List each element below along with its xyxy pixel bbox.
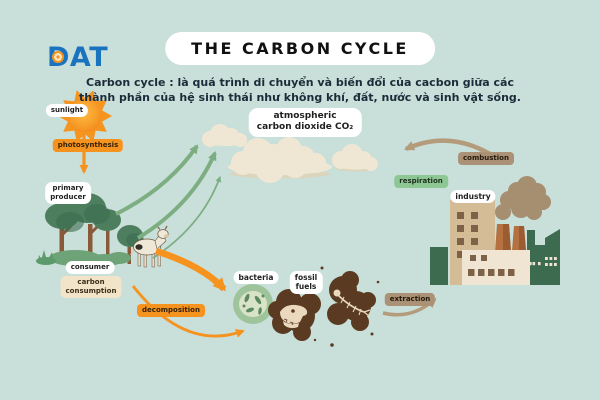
combustion-label: combustion <box>458 152 514 165</box>
grass-tuft <box>36 250 56 265</box>
industry-label: industry <box>450 190 496 204</box>
bacteria-illustration <box>233 284 273 324</box>
cow-illustration <box>130 225 169 268</box>
clouds-illustration <box>202 124 378 183</box>
bacteria-label: bacteria <box>233 271 279 285</box>
factory-illustration <box>430 176 560 285</box>
dinosaur-skull <box>280 304 308 329</box>
fish-skeleton <box>333 289 371 317</box>
primary-producer-label: primary producer <box>45 182 91 204</box>
sunlight-label: sunlight <box>45 104 89 117</box>
photosynthesis-label: photosynthesis <box>52 139 124 152</box>
logo-dot-icon <box>52 51 64 63</box>
extraction-label: extraction <box>384 293 436 306</box>
respiration-label: respiration <box>394 175 448 188</box>
page-subtitle: Carbon cycle : là quá trình di chuyển và… <box>79 76 521 104</box>
decomposition-arrow-thick <box>155 247 227 292</box>
consumer-label: consumer <box>65 261 115 274</box>
decomposition-label: decomposition <box>137 304 205 317</box>
decomposition-arrow-thin <box>131 285 245 338</box>
fossil-illustration <box>268 266 380 347</box>
carbon-consumption-label: carbon consumption <box>60 276 122 298</box>
page-title: THE CARBON CYCLE <box>165 32 435 65</box>
fossil-fuels-label: fossil fuels <box>289 271 323 294</box>
smoke-illustration <box>495 176 551 220</box>
dat-logo: DAT <box>47 44 108 71</box>
combustion-arrow <box>404 138 492 156</box>
trees-illustration <box>36 193 144 266</box>
atmospheric-co2-label: atmospheric carbon dioxide CO₂ <box>248 108 362 137</box>
